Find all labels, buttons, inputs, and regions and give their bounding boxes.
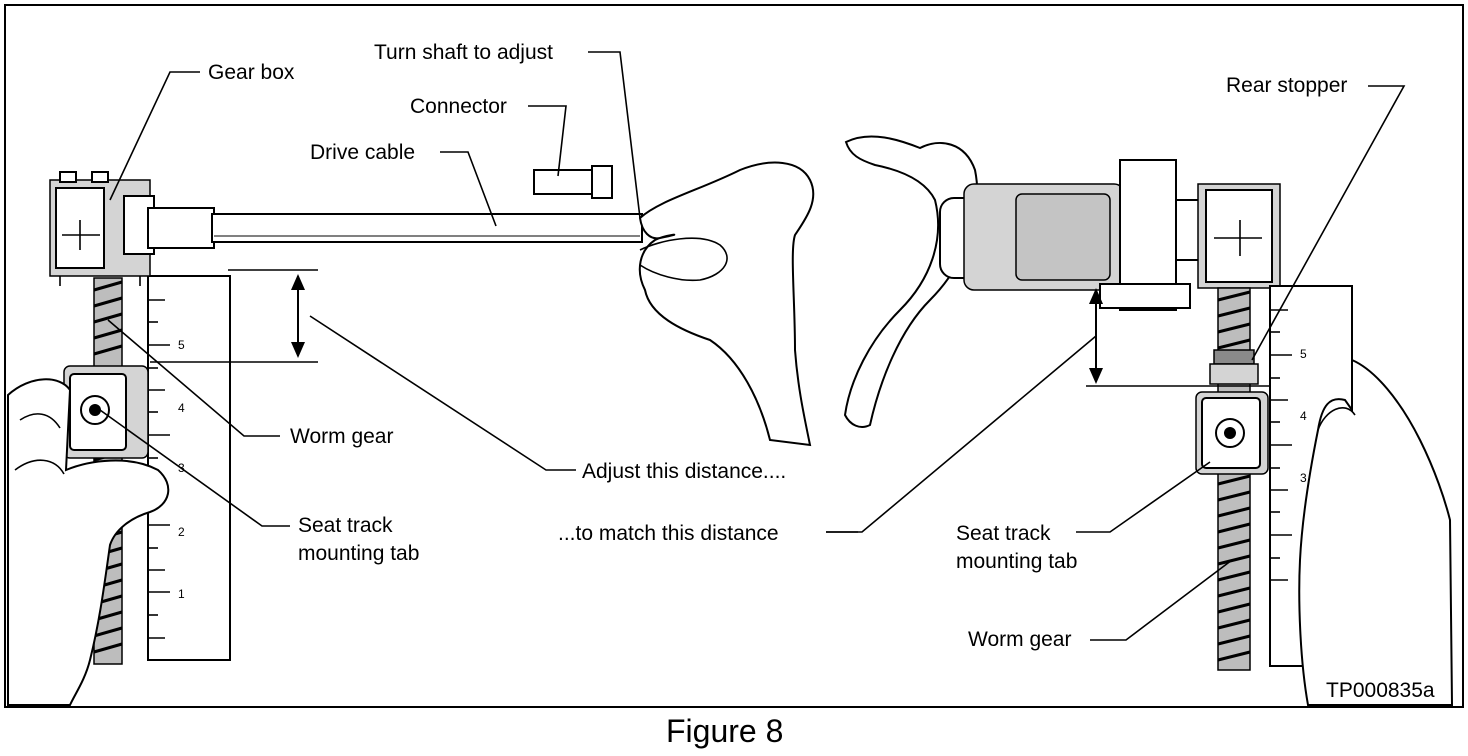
arrowhead-icon (1089, 288, 1103, 304)
right-ruler-tick-label: 4 (1300, 409, 1307, 423)
right-gear-box (1197, 183, 1281, 289)
arrowhead-icon (291, 274, 305, 290)
hand-right (638, 161, 815, 447)
right-worm-gear (1217, 287, 1251, 671)
left-ruler-tick-label: 5 (178, 338, 185, 352)
motor (939, 159, 1203, 311)
drive-cable (147, 207, 643, 249)
arrowhead-icon (291, 342, 305, 358)
right-ruler-ticks (1270, 309, 1292, 581)
right-ruler-tick-label: 5 (1300, 347, 1307, 361)
left-ruler (147, 275, 231, 661)
label-seat-track-left-1: Seat track (298, 514, 393, 537)
label-part-code: TP000835a (1326, 679, 1435, 702)
arrowhead-icon (1089, 368, 1103, 384)
label-worm-gear-right: Worm gear (968, 628, 1071, 651)
label-seat-track-right-2: mounting tab (956, 550, 1077, 573)
connector-part (533, 165, 613, 199)
label-drive-cable: Drive cable (310, 141, 415, 164)
label-turn-shaft: Turn shaft to adjust (374, 41, 553, 64)
label-rear-stopper: Rear stopper (1226, 74, 1347, 97)
label-match-distance: ...to match this distance (558, 522, 779, 545)
label-gear-box: Gear box (208, 61, 295, 84)
label-worm-gear-left: Worm gear (290, 425, 393, 448)
left-ruler-tick-label: 2 (178, 525, 185, 539)
label-connector: Connector (410, 95, 507, 118)
right-ruler-tick-label: 3 (1300, 471, 1307, 485)
right-seat-track-mounting-tab (1195, 391, 1269, 475)
label-seat-track-right-1: Seat track (956, 522, 1051, 545)
rear-stopper-part (1209, 349, 1259, 385)
left-ruler-tick-label: 1 (178, 587, 185, 601)
left-seat-track-mounting-tab (63, 365, 149, 459)
label-seat-track-left-2: mounting tab (298, 542, 419, 565)
figure-caption: Figure 8 (666, 713, 783, 749)
left-assembly: 5 4 3 2 1 (7, 161, 815, 706)
left-ruler-tick-label: 4 (178, 401, 185, 415)
leader-lines (99, 51, 1406, 641)
left-gear-box (49, 171, 155, 286)
label-adjust-distance: Adjust this distance.... (582, 460, 786, 483)
